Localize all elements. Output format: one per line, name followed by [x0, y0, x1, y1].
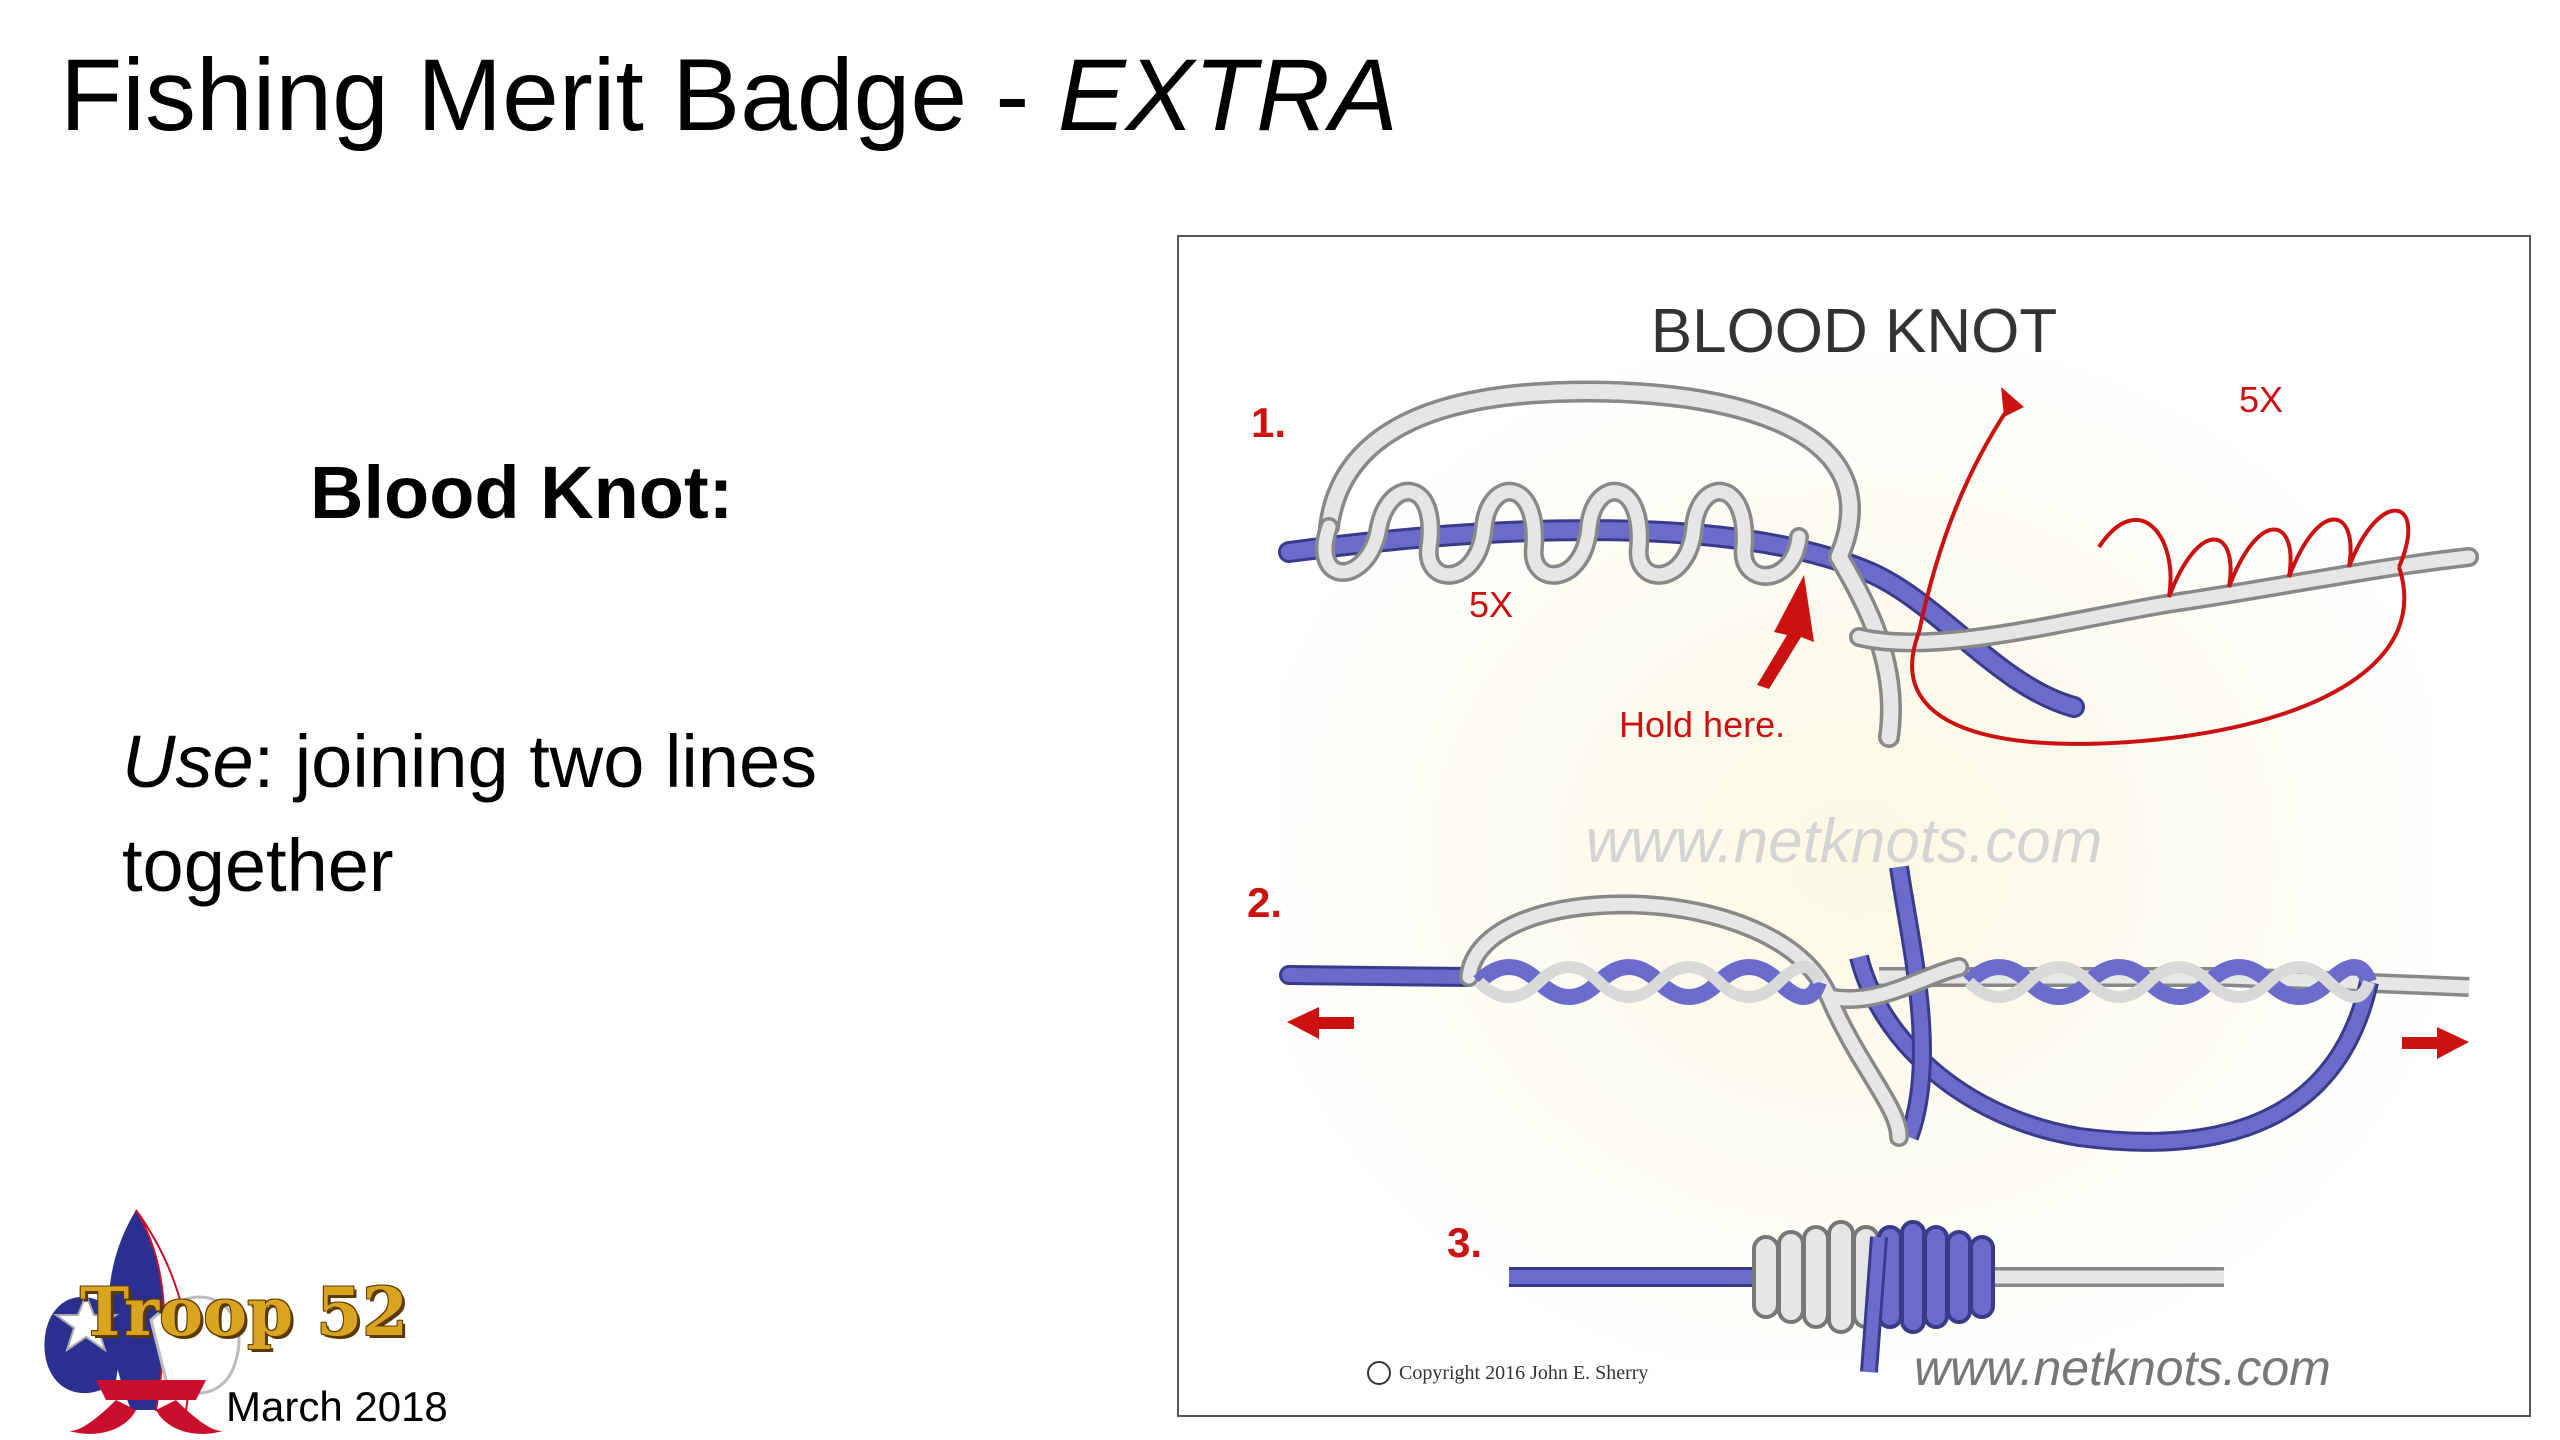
step-1-label: 1. [1251, 399, 1286, 446]
slide-title: Fishing Merit Badge - EXTRA [60, 30, 1398, 160]
fleur-de-lis-icon [44, 1209, 241, 1434]
blood-knot-diagram: BLOOD KNOT 1. 2. 3. [1177, 235, 2531, 1417]
slide-title-text: Fishing Merit Badge - [60, 38, 1058, 152]
turns-label-left: 5X [1469, 584, 1513, 625]
step-1-drawing: Hold here. 5X 5X [1278, 379, 2479, 748]
watermark: www.netknots.com [1586, 807, 2103, 876]
footer-date: March 2018 [226, 1383, 448, 1430]
slide-title-emphasis: EXTRA [1057, 38, 1398, 152]
knot-use-text: Use: joining two lines together [122, 710, 1022, 918]
step-2-label: 2. [1247, 879, 1282, 926]
use-description: : joining two lines together [122, 720, 818, 907]
troop-logo [36, 1200, 396, 1440]
troop-name: Troop 52 [80, 1273, 409, 1351]
hold-here-label: Hold here. [1619, 704, 1785, 745]
copyright-text: Copyright 2016 John E. Sherry [1399, 1362, 1648, 1384]
knot-heading: Blood Knot: [310, 451, 734, 534]
knot-illustration: BLOOD KNOT 1. 2. 3. [1247, 297, 2479, 1396]
step-2-drawing [1279, 865, 2470, 1152]
step-3-label: 3. [1447, 1219, 1482, 1266]
site-url: www.netknots.com [1914, 1340, 2331, 1396]
step-3-drawing [1509, 1220, 2224, 1373]
use-label: Use [122, 720, 254, 803]
diagram-title: BLOOD KNOT [1651, 297, 2058, 366]
turns-label-right: 5X [2239, 379, 2283, 420]
copyright-icon [1367, 1361, 1391, 1385]
